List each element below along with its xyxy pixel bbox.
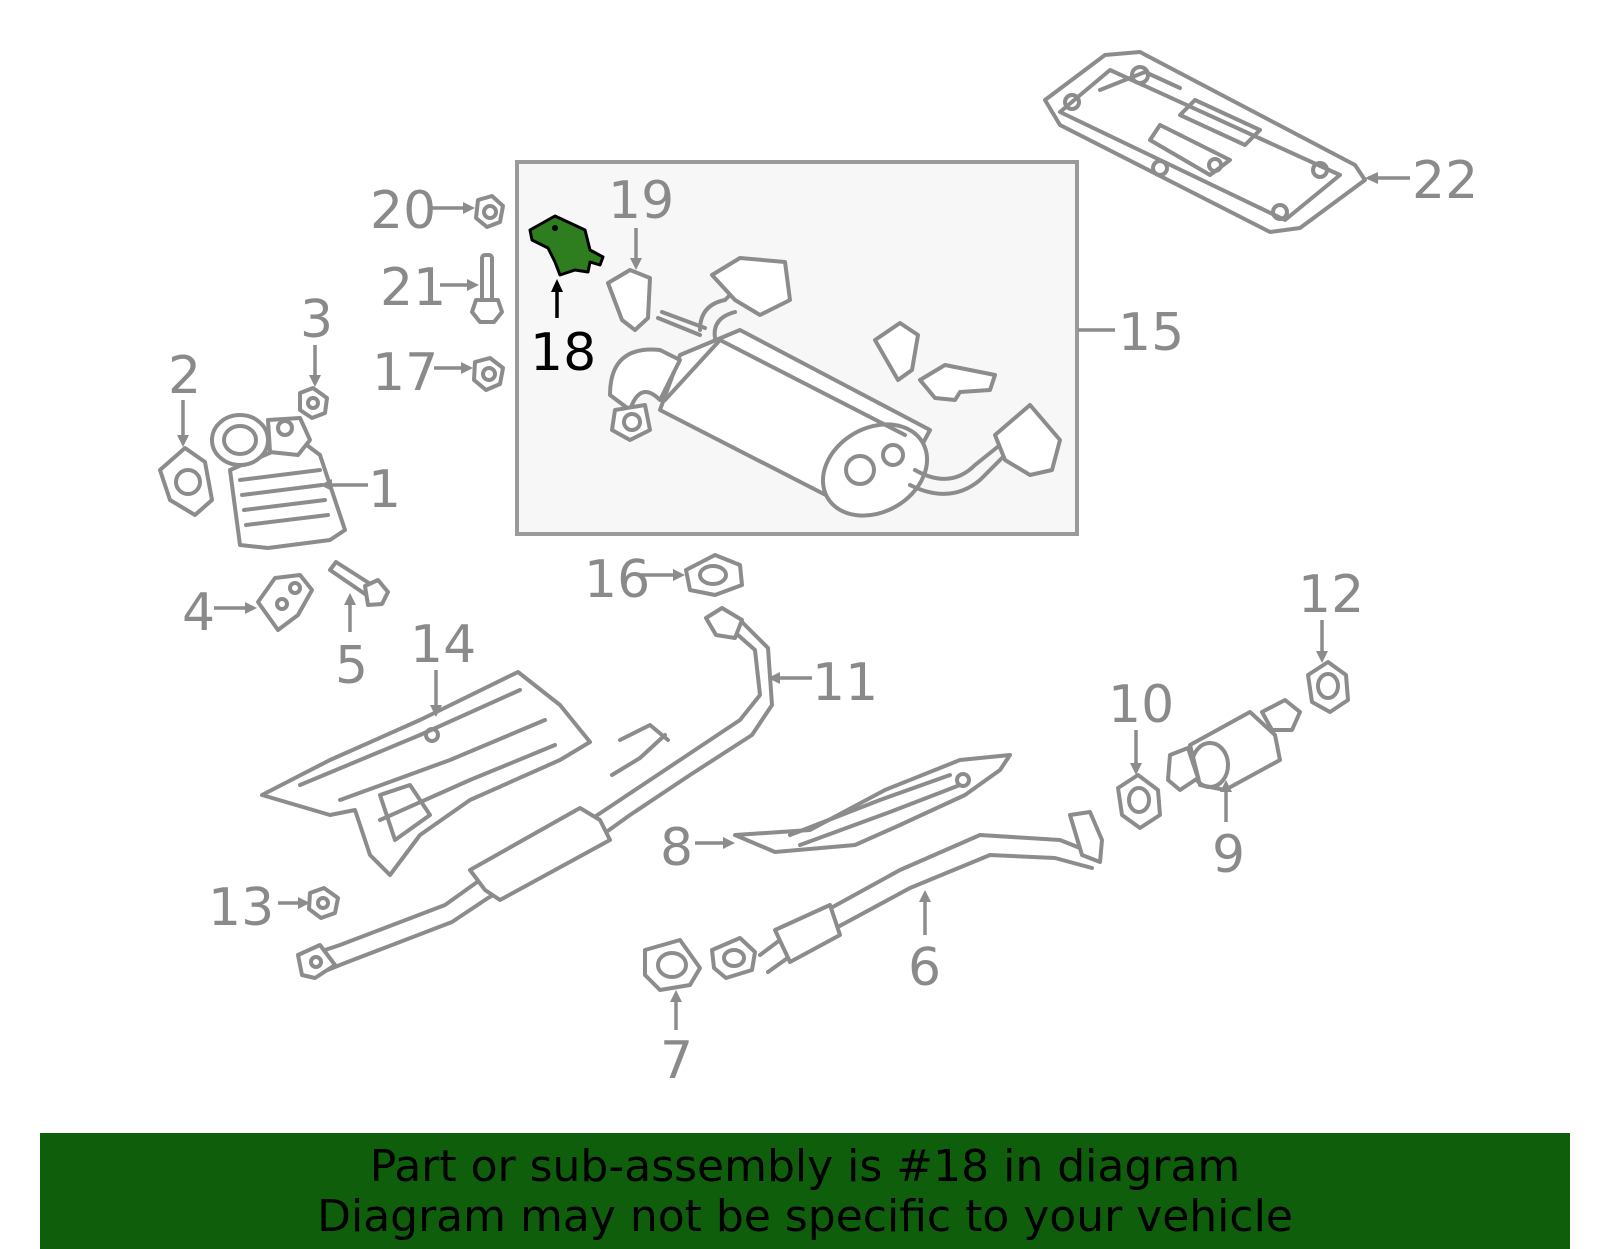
part-8-heat-shield[interactable] bbox=[733, 753, 1012, 854]
part-20-nut[interactable] bbox=[474, 194, 505, 229]
label-7[interactable]: 7 bbox=[660, 1031, 693, 1091]
label-1[interactable]: 1 bbox=[368, 460, 401, 520]
label-10[interactable]: 10 bbox=[1108, 675, 1174, 735]
label-18[interactable]: 18 bbox=[530, 323, 596, 383]
label-12[interactable]: 12 bbox=[1298, 565, 1364, 625]
label-3[interactable]: 3 bbox=[300, 290, 333, 350]
label-4[interactable]: 4 bbox=[182, 583, 215, 643]
part-9-converter[interactable] bbox=[1166, 698, 1302, 792]
label-22[interactable]: 22 bbox=[1412, 151, 1478, 211]
label-16[interactable]: 16 bbox=[584, 550, 650, 610]
part-2-gasket[interactable] bbox=[158, 446, 214, 517]
banner-line-2: Diagram may not be specific to your vehi… bbox=[317, 1191, 1293, 1242]
part-21-bolt[interactable] bbox=[470, 253, 504, 324]
label-11[interactable]: 11 bbox=[812, 653, 878, 713]
part-11-center-pipe[interactable] bbox=[296, 606, 774, 980]
label-2[interactable]: 2 bbox=[168, 346, 201, 406]
label-13[interactable]: 13 bbox=[208, 878, 274, 938]
label-5[interactable]: 5 bbox=[335, 636, 368, 696]
label-20[interactable]: 20 bbox=[370, 181, 436, 241]
part-6-intermediate-pipe[interactable] bbox=[710, 810, 1104, 980]
label-9[interactable]: 9 bbox=[1212, 825, 1245, 885]
part-5-bolt[interactable] bbox=[328, 560, 390, 607]
exhaust-parts-diagram: 22 15 19 18 bbox=[158, 50, 1478, 1091]
label-14[interactable]: 14 bbox=[410, 615, 476, 675]
label-19[interactable]: 19 bbox=[608, 171, 674, 231]
banner-line-1: Part or sub-assembly is #18 in diagram bbox=[369, 1141, 1241, 1192]
part-4-bracket[interactable] bbox=[256, 573, 314, 632]
part-17-nut[interactable] bbox=[472, 356, 505, 392]
label-17[interactable]: 17 bbox=[372, 343, 438, 403]
label-6[interactable]: 6 bbox=[908, 938, 941, 998]
part-3-nut[interactable] bbox=[298, 386, 329, 420]
part-19-insulator[interactable] bbox=[606, 268, 652, 332]
muffler-body bbox=[608, 256, 1062, 518]
part-13-nut[interactable] bbox=[307, 886, 340, 920]
info-banner: Part or sub-assembly is #18 in diagram D… bbox=[40, 1133, 1570, 1249]
part-7-gasket[interactable] bbox=[643, 938, 702, 992]
label-21[interactable]: 21 bbox=[380, 258, 446, 318]
part-18-bracket-highlighted[interactable] bbox=[528, 214, 605, 277]
part-16-gasket[interactable] bbox=[684, 553, 744, 597]
label-8[interactable]: 8 bbox=[660, 818, 693, 878]
part-10-gasket[interactable] bbox=[1116, 773, 1162, 830]
label-15[interactable]: 15 bbox=[1118, 303, 1184, 363]
part-22-heat-shield[interactable] bbox=[1043, 50, 1367, 234]
part-12-gasket[interactable] bbox=[1306, 660, 1350, 714]
part-1-catalytic-converter[interactable] bbox=[210, 413, 347, 550]
